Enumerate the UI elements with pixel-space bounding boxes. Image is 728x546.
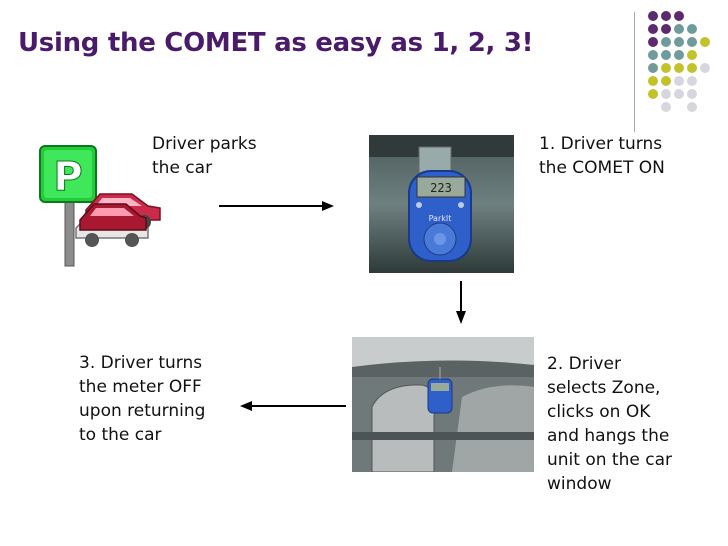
step-parks-line: the car xyxy=(152,158,213,178)
decor-dot xyxy=(661,102,671,112)
decor-dot xyxy=(674,24,684,34)
decor-dot xyxy=(674,11,684,21)
step-1-line: 1. Driver turns xyxy=(539,134,663,154)
decor-dot xyxy=(674,37,684,47)
decor-dot xyxy=(687,89,697,99)
decor-dot xyxy=(661,37,671,47)
arrow-left-icon xyxy=(240,401,346,411)
decor-dot xyxy=(674,76,684,86)
step-3-line: upon returning xyxy=(79,401,206,421)
decor-dot xyxy=(687,76,697,86)
step-2-line: selects Zone, xyxy=(547,378,661,398)
decor-dot xyxy=(674,63,684,73)
slide-title: Using the COMET as easy as 1, 2, 3! xyxy=(18,28,534,58)
decor-dot xyxy=(648,63,658,73)
decor-dot xyxy=(674,89,684,99)
decor-dot xyxy=(648,50,658,60)
decor-dot xyxy=(648,11,658,21)
step-3-line: 3. Driver turns xyxy=(79,353,203,373)
device-brand: ParkIt xyxy=(429,214,452,223)
decor-dot xyxy=(648,37,658,47)
decor-dot xyxy=(700,37,710,47)
step-3-line: to the car xyxy=(79,425,162,445)
parking-sign-icon: P xyxy=(39,145,161,267)
decor-dot xyxy=(661,11,671,21)
decor-dot xyxy=(661,89,671,99)
step-parks-text: Driver parks the car xyxy=(152,132,257,180)
step-3-line: the meter OFF xyxy=(79,377,202,397)
device-display: 223 xyxy=(430,181,452,195)
decor-dot xyxy=(661,63,671,73)
parking-sign-letter: P xyxy=(53,154,82,200)
decor-dot xyxy=(648,24,658,34)
decor-dot xyxy=(674,50,684,60)
step-2-line: and hangs the xyxy=(547,426,670,446)
decor-dot xyxy=(687,102,697,112)
decor-dot xyxy=(648,76,658,86)
decor-dot xyxy=(661,76,671,86)
arrow-down-icon xyxy=(456,281,466,324)
step-2-line: window xyxy=(547,474,612,494)
step-1-text: 1. Driver turns the COMET ON xyxy=(539,132,665,180)
parking-clipart: P xyxy=(36,140,166,270)
step-3-text: 3. Driver turns the meter OFF upon retur… xyxy=(79,351,205,447)
decor-dot xyxy=(661,24,671,34)
step-2-line: unit on the car xyxy=(547,450,672,470)
step-2-line: clicks on OK xyxy=(547,402,651,422)
step-parks-line: Driver parks xyxy=(152,134,257,154)
decor-dot xyxy=(687,37,697,47)
decor-dot xyxy=(687,24,697,34)
comet-on-photo: 223 ParkIt xyxy=(369,135,514,273)
decor-dot xyxy=(648,89,658,99)
decor-dot xyxy=(687,63,697,73)
step-1-line: the COMET ON xyxy=(539,158,665,178)
hanging-unit-photo xyxy=(352,337,534,472)
decor-dot xyxy=(661,50,671,60)
decor-dot xyxy=(700,63,710,73)
decor-divider-line xyxy=(634,12,635,132)
decor-dot xyxy=(687,50,697,60)
step-2-line: 2. Driver xyxy=(547,354,621,374)
step-2-text: 2. Driver selects Zone, clicks on OK and… xyxy=(547,352,672,496)
arrow-right-icon xyxy=(219,201,334,211)
